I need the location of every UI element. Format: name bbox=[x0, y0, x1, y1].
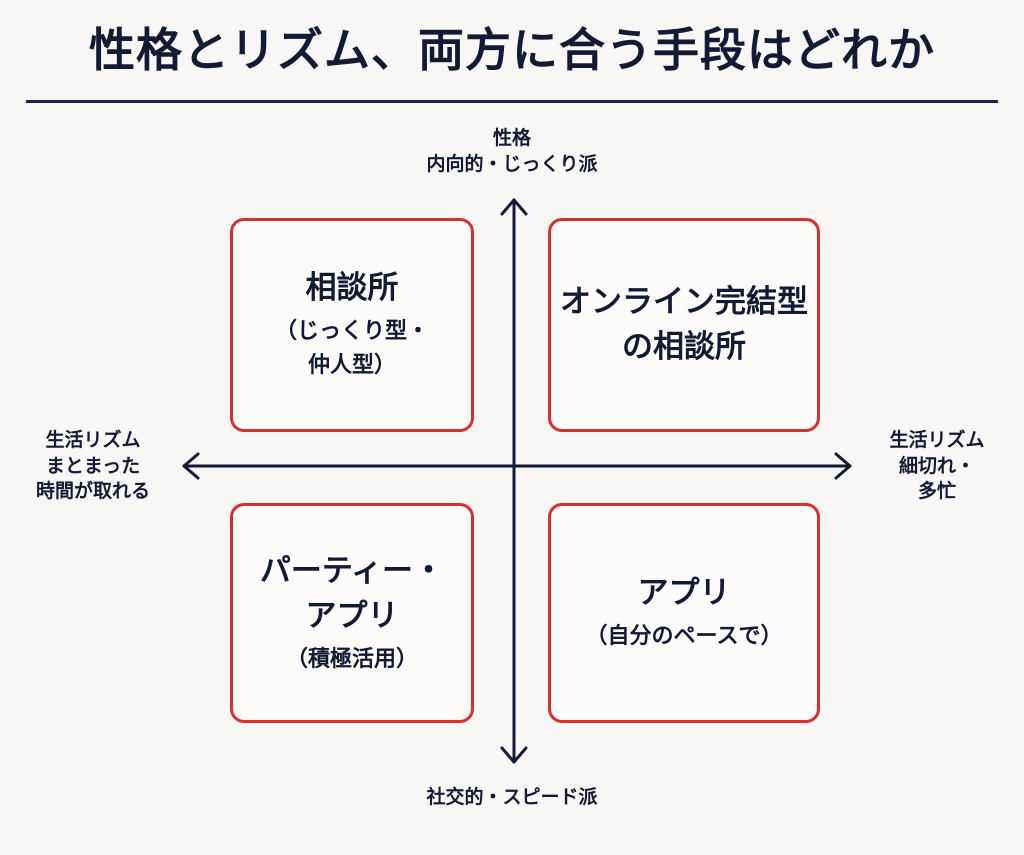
arrow-right-icon bbox=[834, 452, 852, 480]
axis-label-bottom: 社交的・スピード派 bbox=[362, 785, 662, 811]
quadrant-top-left-sub1: （じっくり型・ bbox=[274, 319, 429, 345]
page-title: 性格とリズム、両方に合う手段はどれか bbox=[89, 23, 935, 77]
axis-right-line3: 多忙 bbox=[917, 480, 956, 503]
quadrant-top-right-title2: の相談所 bbox=[622, 329, 746, 365]
quadrant-top-left-title: 相談所 bbox=[305, 270, 399, 307]
axis-right-line2: 細切れ・ bbox=[898, 454, 975, 477]
quadrant-top-left: 相談所 （じっくり型・ 仲人型） bbox=[230, 218, 474, 432]
arrow-down-icon bbox=[500, 746, 528, 764]
axis-label-top: 性格 内向的・じっくり派 bbox=[362, 126, 662, 177]
arrow-up-icon bbox=[500, 198, 528, 216]
arrow-left-icon bbox=[182, 452, 200, 480]
axis-left-line2: まとまった bbox=[45, 454, 141, 477]
quadrant-bottom-right-title1: アプリ bbox=[637, 575, 731, 612]
quadrant-top-right-title1: オンライン完結型 bbox=[560, 284, 808, 321]
quadrant-bottom-left-sub1: （積極活用） bbox=[285, 646, 418, 672]
quadrant-bottom-left-title2: アプリ bbox=[305, 597, 399, 634]
axis-top-line1: 性格 bbox=[492, 127, 531, 149]
axis-left-line1: 生活リズム bbox=[45, 429, 141, 451]
quadrant-bottom-right: アプリ （自分のペースで） bbox=[548, 503, 820, 723]
axis-right-line1: 生活リズム bbox=[889, 429, 985, 451]
quadrant-bottom-left-title1: パーティー・ bbox=[259, 553, 445, 590]
quadrant-bottom-right-sub1: （自分のペースで） bbox=[585, 624, 783, 650]
quadrant-bottom-left: パーティー・ アプリ （積極活用） bbox=[230, 503, 474, 723]
axis-top-line2: 内向的・じっくり派 bbox=[426, 152, 598, 175]
axis-left-line3: 時間が取れる bbox=[35, 480, 150, 503]
axis-bottom-line1: 社交的・スピード派 bbox=[426, 786, 598, 808]
axis-label-left: 生活リズム まとまった 時間が取れる bbox=[8, 428, 178, 505]
quadrant-top-left-sub2: 仲人型） bbox=[307, 353, 396, 379]
quadrant-top-right: オンライン完結型 の相談所 bbox=[548, 218, 820, 432]
axis-label-right: 生活リズム 細切れ・ 多忙 bbox=[852, 428, 1022, 505]
title-divider bbox=[26, 100, 998, 103]
